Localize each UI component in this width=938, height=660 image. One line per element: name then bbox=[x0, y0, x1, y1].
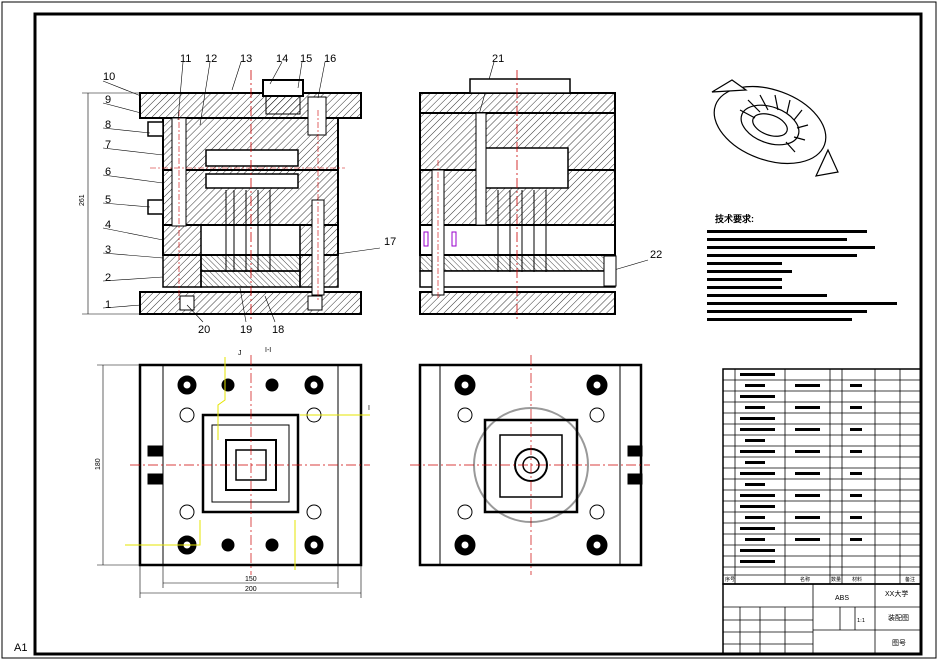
part-label-15: 15 bbox=[300, 53, 312, 65]
part-label-9: 9 bbox=[105, 94, 111, 106]
plan-view-moving-half bbox=[125, 355, 370, 575]
title-school: XX大学 bbox=[885, 589, 908, 598]
part-label-17: 17 bbox=[384, 236, 396, 248]
bom-header-material: 材料 bbox=[852, 576, 862, 583]
part-label-7: 7 bbox=[105, 139, 111, 151]
height-dimension bbox=[82, 92, 140, 315]
part-label-18: 18 bbox=[272, 324, 284, 336]
part-label-12: 12 bbox=[205, 53, 217, 65]
part-label-6: 6 bbox=[105, 166, 111, 178]
title-scale: 1:1 bbox=[857, 618, 865, 624]
part-label-13: 13 bbox=[240, 53, 252, 65]
part-label-8: 8 bbox=[105, 119, 111, 131]
part-label-1: 1 bbox=[105, 299, 111, 311]
part-isometric bbox=[711, 79, 839, 177]
part-label-4: 4 bbox=[105, 219, 111, 231]
part-label-20: 20 bbox=[198, 324, 210, 336]
title-drawing-name: 装配图 bbox=[888, 613, 909, 622]
part-label-3: 3 bbox=[105, 244, 111, 256]
bom-header-no: 序号 bbox=[725, 576, 735, 583]
plan-height-dimension bbox=[97, 364, 140, 566]
part-label-10: 10 bbox=[103, 71, 115, 83]
dimension-height: 261 bbox=[79, 194, 86, 206]
tech-heading: 技术要求: bbox=[715, 213, 754, 224]
section-mark-i: I bbox=[368, 405, 370, 412]
inner-border bbox=[33, 12, 923, 656]
section-mark-title: I-I bbox=[265, 347, 271, 354]
part-label-2: 2 bbox=[105, 272, 111, 284]
part-label-19: 19 bbox=[240, 324, 252, 336]
part-label-21: 21 bbox=[492, 53, 504, 65]
width-dimensions bbox=[139, 565, 362, 598]
bom-header-qty: 数量 bbox=[831, 576, 841, 583]
part-label-22: 22 bbox=[650, 249, 662, 261]
dimension-plate-height: 180 bbox=[95, 458, 102, 470]
part-label-11: 11 bbox=[180, 53, 191, 65]
title-material: ABS bbox=[835, 595, 849, 602]
side-section-view bbox=[419, 70, 617, 320]
tech-text-lines bbox=[707, 230, 897, 321]
part-label-5: 5 bbox=[105, 194, 111, 206]
bom-cell-text bbox=[740, 373, 862, 563]
part-label-16: 16 bbox=[324, 53, 336, 65]
bom-header-note: 备注 bbox=[905, 576, 915, 583]
title-sheet-number: 图号 bbox=[892, 639, 906, 647]
section-mark-j: J bbox=[238, 350, 242, 357]
title-block bbox=[722, 583, 922, 655]
part-label-14: 14 bbox=[276, 53, 288, 65]
bom-table bbox=[722, 368, 922, 585]
dimension-width-inner: 150 bbox=[245, 576, 257, 583]
bom-header-name: 名称 bbox=[800, 576, 810, 583]
front-section-view bbox=[139, 70, 362, 320]
dimension-width-outer: 200 bbox=[245, 586, 257, 593]
plan-view-fixed-half bbox=[410, 355, 650, 575]
sheet-size-label: A1 bbox=[14, 642, 27, 654]
